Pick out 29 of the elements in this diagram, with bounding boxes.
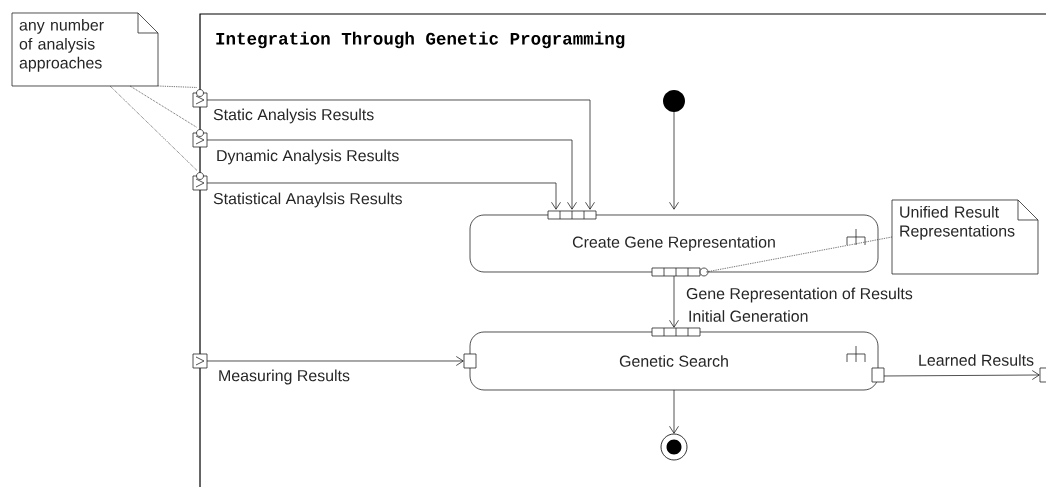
pin-label: Initial Generation xyxy=(689,310,808,322)
initial-node xyxy=(663,90,685,112)
edge-label: Measuring Results xyxy=(219,369,350,385)
leader-line xyxy=(109,85,198,171)
edge-label: Static Analysis Results xyxy=(213,108,374,124)
action-box: Create Gene Representation xyxy=(469,214,879,273)
note: any number of analysis approaches xyxy=(11,12,159,87)
arrow xyxy=(206,99,595,210)
edge-label: Gene Representation of Results xyxy=(686,287,913,303)
pin xyxy=(192,89,208,108)
arrow xyxy=(669,389,679,434)
pin xyxy=(192,353,208,369)
pin xyxy=(192,129,208,148)
arrow xyxy=(206,182,561,210)
edge-label: Statistical Anaylsis Results xyxy=(213,192,402,208)
arrow xyxy=(669,275,679,328)
note: Unified Result Representations xyxy=(891,199,1039,275)
pin xyxy=(1039,367,1046,383)
pin xyxy=(192,172,208,191)
leader-line xyxy=(705,236,893,273)
edge-label: Learned Results xyxy=(919,354,1034,366)
edge-label: Dynamic Analysis Results xyxy=(217,149,399,165)
leader-line xyxy=(157,85,198,88)
leader-line xyxy=(129,85,198,128)
arrow xyxy=(206,356,464,366)
final-node xyxy=(660,433,688,461)
arrow xyxy=(206,139,577,210)
action-box: Genetic Search xyxy=(469,331,879,391)
arrow xyxy=(669,111,679,210)
